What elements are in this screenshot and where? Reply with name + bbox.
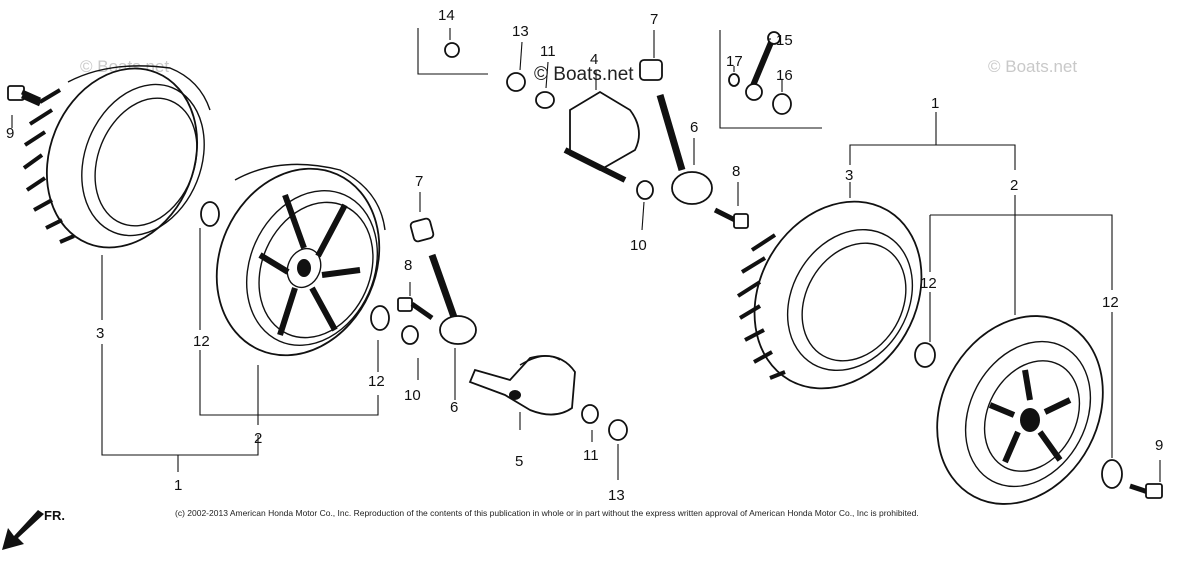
callout-7-mid: 7 bbox=[415, 173, 423, 190]
callout-5: 5 bbox=[515, 453, 523, 470]
left-bolt-9 bbox=[7, 85, 42, 107]
left-wheel-drawing bbox=[215, 163, 386, 357]
callout-13-top: 13 bbox=[512, 23, 529, 40]
watermark-right: © Boats.net bbox=[988, 57, 1077, 76]
left-axle-bracket bbox=[468, 354, 576, 416]
callout-12-b: 12 bbox=[368, 373, 385, 390]
front-arrow-label: FR. bbox=[44, 508, 65, 523]
top-washer-17 bbox=[728, 73, 740, 87]
right-tire-drawing bbox=[736, 200, 923, 390]
callout-1-right: 1 bbox=[931, 95, 939, 112]
left-tire-drawing bbox=[22, 65, 211, 249]
callout-7-top: 7 bbox=[650, 11, 658, 28]
leader-lines bbox=[11, 28, 1161, 482]
callout-4: 4 bbox=[590, 51, 598, 68]
right-bolt-9 bbox=[1129, 483, 1163, 499]
left-height-lever bbox=[409, 217, 477, 345]
left-washer-11 bbox=[581, 404, 599, 424]
callout-10-mid: 10 bbox=[404, 387, 421, 404]
top-height-lever bbox=[639, 59, 713, 205]
callout-10-top: 10 bbox=[630, 237, 647, 254]
top-axle-bracket-4 bbox=[563, 90, 640, 183]
top-nut-14 bbox=[444, 42, 460, 58]
callout-9-right: 9 bbox=[1155, 437, 1163, 454]
callout-8-mid: 8 bbox=[404, 257, 412, 274]
callout-3-left: 3 bbox=[96, 325, 104, 342]
left-washer-10 bbox=[401, 325, 419, 345]
top-link-15 bbox=[745, 31, 781, 101]
top-nut-13 bbox=[506, 72, 526, 92]
callout-2-right: 2 bbox=[1010, 177, 1018, 194]
callout-6-top: 6 bbox=[690, 119, 698, 136]
left-bolt-8 bbox=[397, 297, 434, 321]
callout-12-a: 12 bbox=[193, 333, 210, 350]
callout-9-left: 9 bbox=[6, 125, 14, 142]
callout-8-top: 8 bbox=[732, 163, 740, 180]
callout-13-mid: 13 bbox=[608, 487, 625, 504]
copyright-notice: (c) 2002-2013 American Honda Motor Co., … bbox=[175, 508, 919, 518]
top-bolt-8 bbox=[713, 207, 749, 229]
top-washer-11 bbox=[535, 91, 555, 109]
callout-17: 17 bbox=[726, 53, 743, 70]
left-collar-12a bbox=[200, 201, 220, 227]
top-washer-10 bbox=[636, 180, 654, 200]
callout-14: 14 bbox=[438, 7, 455, 24]
callout-11-top: 11 bbox=[540, 43, 556, 60]
left-nut-13 bbox=[608, 419, 628, 441]
callout-2-left: 2 bbox=[254, 430, 262, 447]
watermark-center: © Boats.net bbox=[534, 64, 634, 85]
callout-11-mid: 11 bbox=[583, 447, 599, 464]
front-arrow-icon: FR. bbox=[2, 508, 65, 550]
callout-16: 16 bbox=[776, 67, 793, 84]
top-collar-16 bbox=[772, 93, 792, 115]
callout-1-left: 1 bbox=[174, 477, 182, 494]
callout-12-d: 12 bbox=[1102, 294, 1119, 311]
right-collar-12a bbox=[914, 342, 936, 368]
right-collar-12b bbox=[1101, 459, 1123, 489]
callout-3-right: 3 bbox=[845, 167, 853, 184]
callout-15: 15 bbox=[776, 32, 793, 49]
right-wheel-drawing bbox=[936, 315, 1104, 505]
callout-6-mid: 6 bbox=[450, 399, 458, 416]
callout-12-c: 12 bbox=[920, 275, 937, 292]
left-collar-12b bbox=[370, 305, 390, 331]
